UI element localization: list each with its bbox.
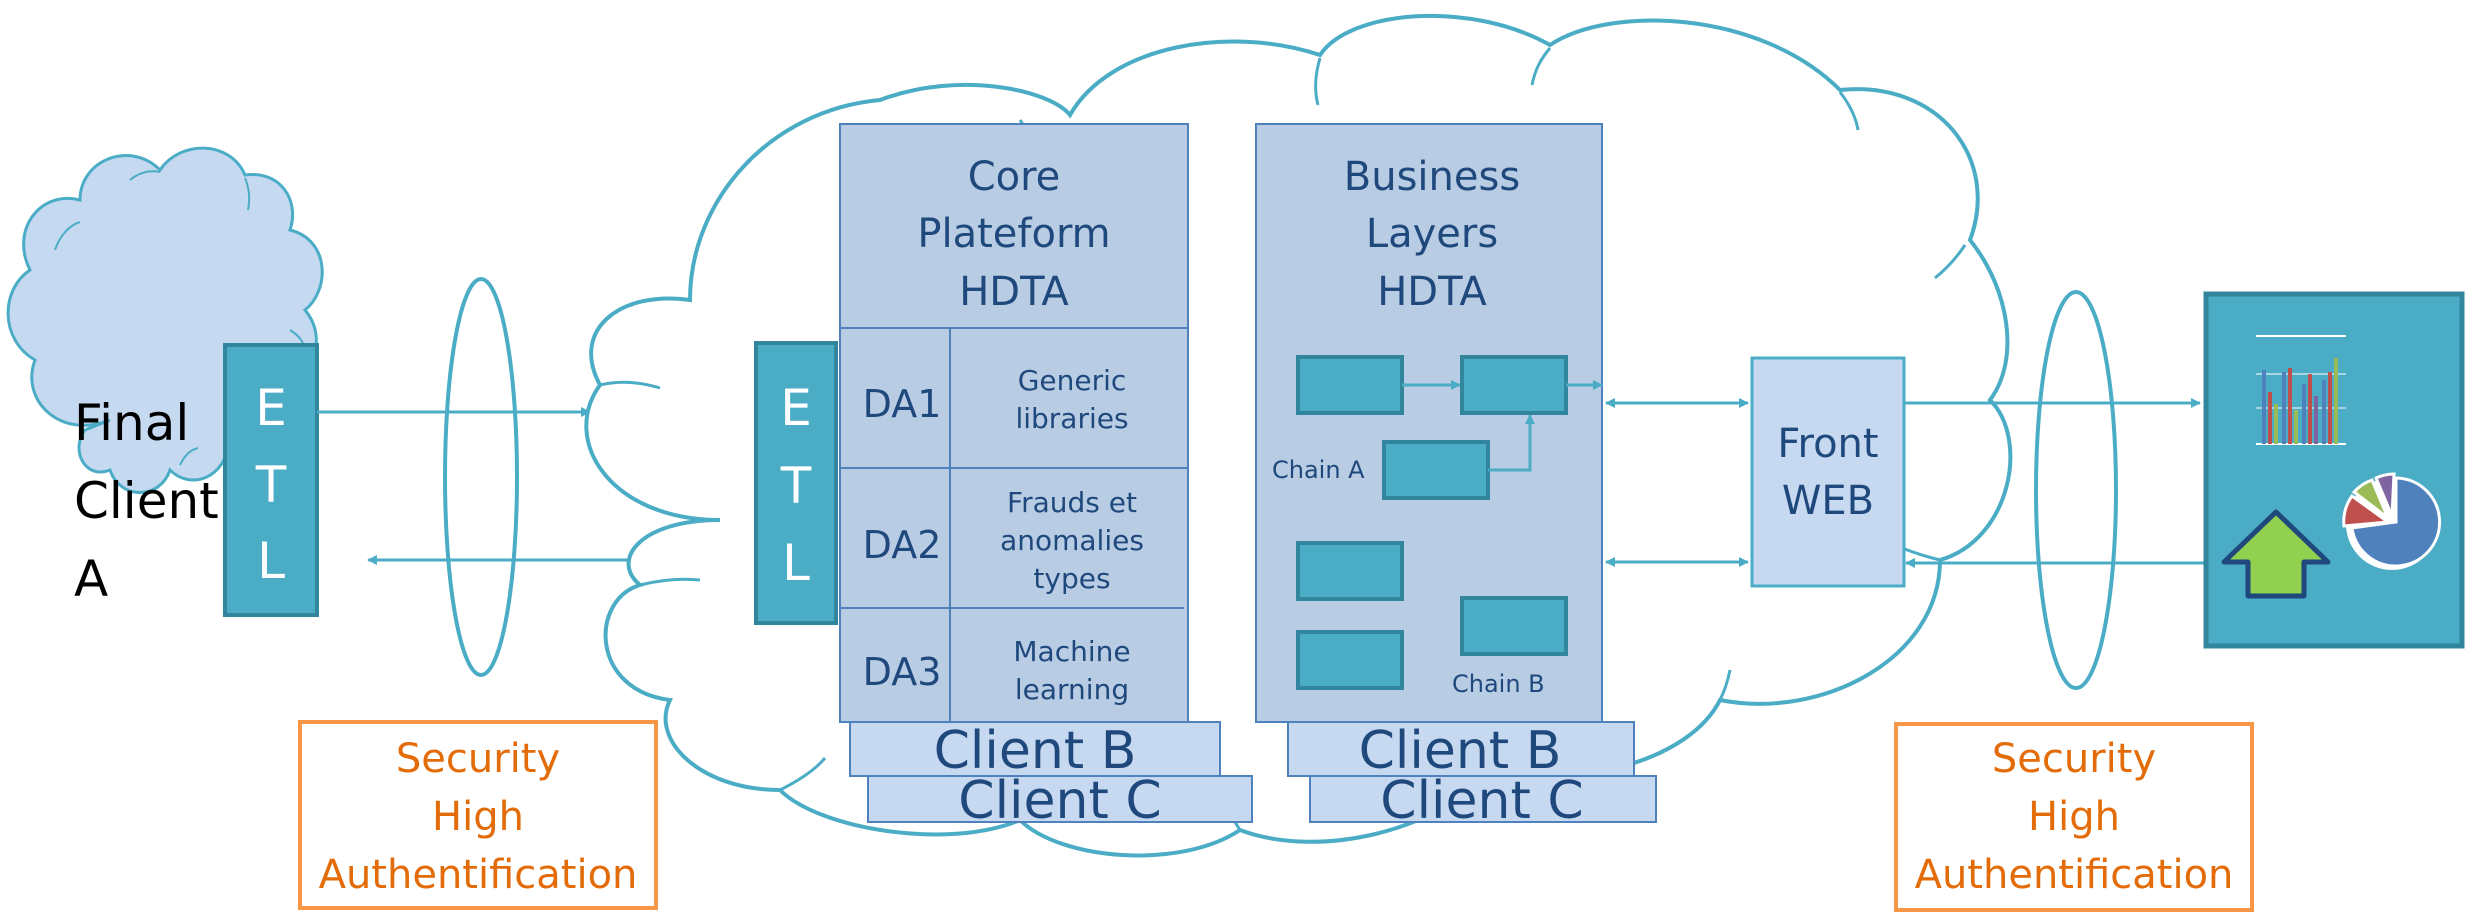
chain-a-label: Chain A <box>1272 456 1365 484</box>
core-title-line3: HDTA <box>959 269 1069 315</box>
chain-b-step3 <box>1460 596 1568 656</box>
chain-a-step1 <box>1296 355 1404 415</box>
cloud-etl-box: E T L <box>754 341 838 625</box>
business-title-line3: HDTA <box>1377 269 1487 315</box>
chain-b-step2 <box>1296 630 1404 690</box>
cloud-etl-letter-e: E <box>780 379 812 437</box>
business-title-line2: Layers <box>1366 211 1498 257</box>
cloud-etl-letter-l: L <box>782 534 810 592</box>
client-etl-box: E T L <box>223 343 319 617</box>
security-box-right: Security High Authentification <box>1894 722 2254 912</box>
da1-desc-line1: Generic <box>1018 364 1127 397</box>
right-secure-channel-ellipse <box>2034 290 2118 690</box>
chain-a-arrow-3 <box>1488 414 1535 472</box>
da1-desc-line2: libraries <box>1015 402 1128 435</box>
core-client-b-tab: Client B <box>849 721 1221 781</box>
da2-code: DA2 <box>863 523 942 567</box>
da2-desc-line1: Frauds et <box>1007 486 1137 519</box>
da2-desc-line3: types <box>1033 562 1110 595</box>
core-title-line2: Plateform <box>917 211 1110 257</box>
da3-code: DA3 <box>863 650 942 694</box>
client-etl-letter-e: E <box>255 379 287 437</box>
report-icon <box>2203 291 2465 649</box>
core-client-c-label: Client C <box>958 771 1161 831</box>
core-client-c-tab: Client C <box>867 771 1253 831</box>
final-client-label-line3: A <box>74 550 108 608</box>
core-title-line1: Core <box>968 154 1061 200</box>
business-client-b-tab: Client B <box>1287 721 1635 781</box>
security-right-line1: Security <box>1992 736 2156 782</box>
core-platform-panel: Core Plateform HDTA DA1 Generic librarie… <box>839 123 1189 723</box>
security-left-line1: Security <box>396 736 560 782</box>
da1-code: DA1 <box>863 382 942 426</box>
security-right-line3: Authentification <box>1915 852 2234 898</box>
client-etl-letter-l: L <box>257 532 285 590</box>
security-right-line2: High <box>2028 794 2120 840</box>
da3-desc-line1: Machine <box>1013 635 1130 668</box>
security-box-left: Security High Authentification <box>298 720 658 910</box>
da2-desc-line2: anomalies <box>1000 524 1144 557</box>
security-left-line2: High <box>432 794 524 840</box>
core-client-b-label: Client B <box>934 721 1137 781</box>
front-web-line2: WEB <box>1782 478 1874 524</box>
pie-chart-icon <box>2342 472 2442 570</box>
business-client-b-label: Client B <box>1359 721 1562 781</box>
cloud-etl-letter-t: T <box>780 457 812 515</box>
chain-a-step2 <box>1460 355 1568 415</box>
chain-b-step1 <box>1296 541 1404 601</box>
final-client-label-line1: Final <box>74 394 189 452</box>
chain-b-label: Chain B <box>1452 670 1545 698</box>
front-web-line1: Front <box>1777 421 1878 467</box>
business-title-line1: Business <box>1344 154 1520 200</box>
final-client-label-line2: Client <box>74 472 219 530</box>
chain-a-step3 <box>1382 440 1490 500</box>
left-secure-channel-ellipse <box>443 277 519 677</box>
up-arrow-icon <box>2221 509 2331 599</box>
security-left-line3: Authentification <box>319 852 638 898</box>
da3-desc-line2: learning <box>1015 673 1129 706</box>
front-web-box: Front WEB <box>1750 356 1906 588</box>
business-client-c-label: Client C <box>1380 771 1583 831</box>
bar-chart-icon <box>2256 335 2346 445</box>
business-client-c-tab: Client C <box>1309 771 1657 831</box>
business-layers-panel: Business Layers HDTA Chain A Chain B <box>1255 123 1603 723</box>
client-etl-letter-t: T <box>255 456 287 514</box>
